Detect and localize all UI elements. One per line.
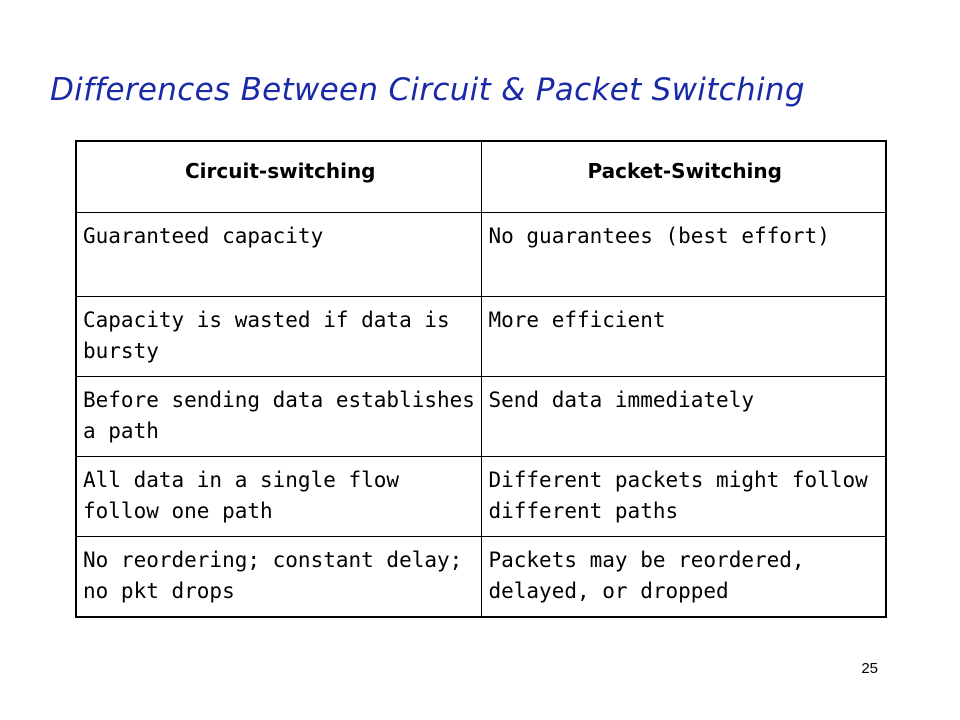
- comparison-table: Circuit-switching Packet-Switching Guara…: [75, 140, 887, 618]
- table-row: Guaranteed capacity No guarantees (best …: [75, 211, 887, 297]
- table-row: All data in a single flow follow one pat…: [75, 455, 887, 537]
- table-cell: Packets may be reordered, delayed, or dr…: [481, 535, 887, 618]
- table-cell: Before sending data establishes a path: [75, 375, 483, 457]
- table-cell: Different packets might follow different…: [481, 455, 887, 537]
- table-row: Capacity is wasted if data is bursty Mor…: [75, 295, 887, 377]
- table-cell: All data in a single flow follow one pat…: [75, 455, 483, 537]
- header-circuit-switching: Circuit-switching: [75, 140, 483, 213]
- table-cell: Send data immediately: [481, 375, 887, 457]
- table-cell: More efficient: [481, 295, 887, 377]
- table-header-row: Circuit-switching Packet-Switching: [75, 140, 887, 213]
- table-row: Before sending data establishes a path S…: [75, 375, 887, 457]
- table-row: No reordering; constant delay; no pkt dr…: [75, 535, 887, 618]
- table-cell: Capacity is wasted if data is bursty: [75, 295, 483, 377]
- header-packet-switching: Packet-Switching: [481, 140, 887, 213]
- table-cell: No guarantees (best effort): [481, 211, 887, 297]
- page-number: 25: [861, 660, 878, 677]
- table-cell: No reordering; constant delay; no pkt dr…: [75, 535, 483, 618]
- table-cell: Guaranteed capacity: [75, 211, 483, 297]
- slide-title: Differences Between Circuit & Packet Swi…: [50, 72, 805, 108]
